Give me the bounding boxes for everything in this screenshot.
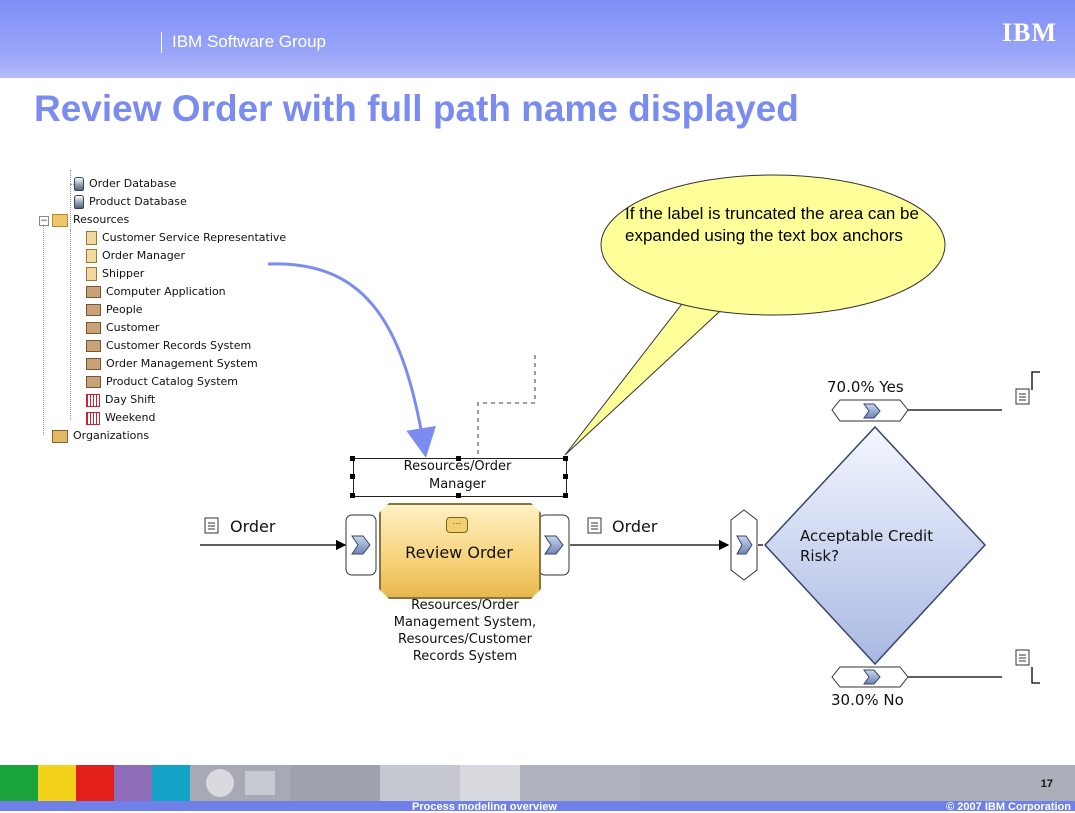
document-icon — [587, 517, 602, 534]
role-label-text: Resources/Order Manager — [403, 459, 512, 492]
resize-anchor[interactable] — [563, 493, 568, 498]
slide-title: Review Order with full path name display… — [34, 88, 799, 129]
document-icon — [1015, 388, 1030, 405]
folder-icon — [52, 213, 68, 227]
footer-color-strip — [0, 765, 1075, 811]
callout-text: If the label is truncated the area can b… — [625, 204, 919, 245]
tree-item-computer-application[interactable]: Computer Application — [86, 284, 226, 300]
resize-anchor[interactable] — [350, 474, 355, 479]
person-role-icon — [86, 267, 97, 281]
resource-icon — [86, 286, 101, 298]
footer-center-text: Process modeling overview — [412, 801, 557, 813]
tree-item-day-shift[interactable]: Day Shift — [86, 392, 155, 408]
resize-anchor[interactable] — [350, 456, 355, 461]
tree-item-product-database[interactable]: Product Database — [72, 194, 187, 210]
organization-folder-icon — [52, 429, 68, 443]
calendar-icon — [86, 411, 100, 425]
tree-item-order-database[interactable]: Order Database — [70, 176, 176, 192]
callout-ellipse — [600, 174, 946, 316]
person-role-icon — [86, 231, 97, 245]
document-icon — [204, 517, 219, 534]
page-number: 17 — [1040, 778, 1053, 790]
resource-icon — [86, 358, 101, 370]
footer-copyright: © 2007 IBM Corporation — [946, 801, 1071, 813]
task-icon: ··· — [446, 517, 468, 533]
header-group-name: IBM Software Group — [172, 32, 327, 51]
document-icon — [1015, 649, 1030, 666]
calendar-icon — [86, 393, 100, 407]
resize-anchor[interactable] — [350, 493, 355, 498]
no-branch-label: 30.0% No — [831, 691, 904, 709]
tree-item-weekend[interactable]: Weekend — [86, 410, 155, 426]
callout-bubble — [564, 299, 734, 456]
dashed-anchor-line — [477, 355, 536, 458]
resource-icon — [86, 304, 101, 316]
person-role-icon — [86, 249, 97, 263]
tree-item-shipper[interactable]: Shipper — [86, 266, 144, 282]
output-label: Order — [612, 517, 658, 536]
tree-item-customer-service-representative[interactable]: Customer Service Representative — [86, 230, 286, 246]
resize-anchor[interactable] — [456, 493, 461, 498]
collapse-resources-expander[interactable]: − — [39, 216, 49, 226]
decision-label: Acceptable Credit Risk? — [800, 527, 934, 565]
decision-diamond[interactable] — [763, 425, 987, 666]
task-label: Review Order — [405, 543, 513, 562]
resources-label: Resources/Order Management System, Resou… — [393, 598, 537, 664]
resize-anchor[interactable] — [456, 456, 461, 461]
tree-guide — [70, 230, 71, 420]
resource-icon — [86, 340, 101, 352]
input-label: Order — [230, 517, 276, 536]
tree-item-order-management-system[interactable]: Order Management System — [86, 356, 258, 372]
resize-anchor[interactable] — [563, 474, 568, 479]
review-order-task[interactable] — [379, 503, 541, 599]
tree-item-organizations[interactable]: Organizations — [52, 428, 149, 444]
pointer-arrow — [267, 262, 436, 458]
tree-item-order-manager[interactable]: Order Manager — [86, 248, 185, 264]
tree-item-product-catalog-system[interactable]: Product Catalog System — [86, 374, 238, 390]
tree-guide — [43, 220, 44, 435]
resource-icon — [86, 376, 101, 388]
resource-icon — [86, 322, 101, 334]
ibm-logo: IBM — [1002, 18, 1057, 47]
yes-branch-label: 70.0% Yes — [827, 378, 904, 396]
tree-item-resources[interactable]: Resources — [52, 212, 129, 228]
resize-anchor[interactable] — [563, 456, 568, 461]
tree-item-customer-records-system[interactable]: Customer Records System — [86, 338, 251, 354]
header-bar — [0, 0, 1075, 78]
tree-item-customer[interactable]: Customer — [86, 320, 159, 336]
header-separator — [161, 32, 162, 53]
database-icon — [74, 195, 84, 209]
tree-guide — [70, 170, 71, 230]
resource-tree: Order Database Product Database − Resour… — [30, 170, 295, 455]
tree-item-people[interactable]: People — [86, 302, 143, 318]
